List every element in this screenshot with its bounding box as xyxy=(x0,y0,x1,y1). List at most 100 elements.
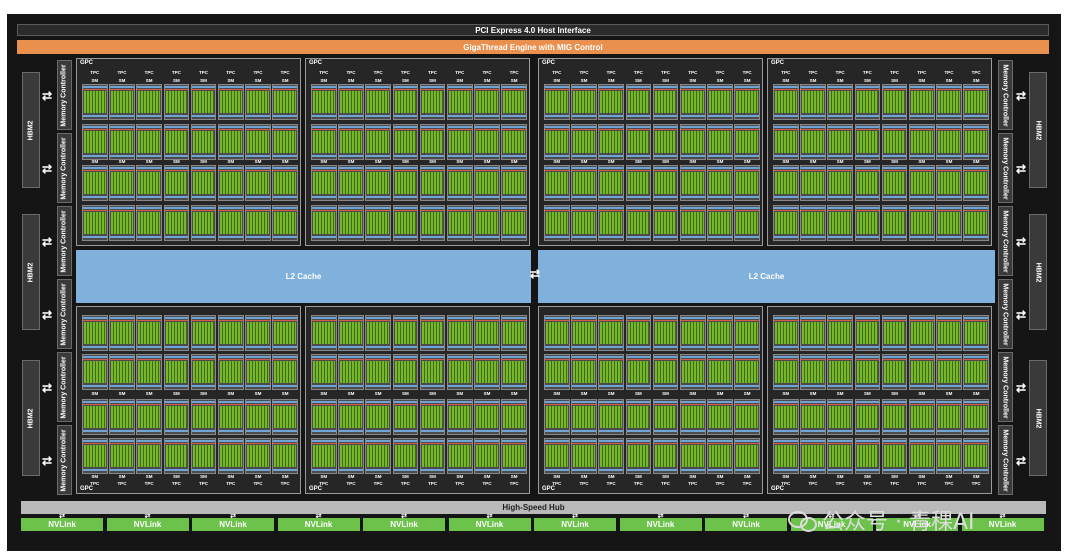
sm-label: SM xyxy=(447,159,473,164)
sm-cuda-cores xyxy=(503,361,525,383)
sm-unit xyxy=(190,84,217,120)
sm-register-stripe xyxy=(393,170,418,171)
sm-unit xyxy=(501,399,527,435)
sm-cuda-cores xyxy=(883,212,906,234)
sm-cache-stripe xyxy=(164,317,189,319)
sm-cache-stripe xyxy=(475,317,499,319)
tpc-label: TPC xyxy=(571,481,597,486)
sm-cuda-cores xyxy=(220,361,242,383)
sm-label: SM xyxy=(164,159,190,164)
sm-register-stripe xyxy=(708,404,732,405)
sm-cache-stripe xyxy=(219,236,243,238)
sm-cuda-cores xyxy=(883,445,906,467)
tpc-label: TPC xyxy=(393,481,419,486)
sm-label: SM xyxy=(653,474,679,479)
sm-cache-stripe xyxy=(137,236,161,238)
sm-cache-stripe xyxy=(246,317,270,319)
sm-register-stripe xyxy=(626,210,651,211)
bidirectional-arrow-icon: ⇄ xyxy=(1014,455,1028,467)
sm-label: SM xyxy=(707,391,733,396)
sm-cache-stripe xyxy=(420,167,445,169)
hbm2-label: HBM2 xyxy=(27,120,35,140)
hbm2-stack-right: HBM2 xyxy=(1029,360,1047,476)
sm-label-text: SM xyxy=(918,78,926,83)
sm-label: SM xyxy=(909,78,935,83)
tpc-label-text: TPC xyxy=(781,70,791,75)
sm-cache-stripe xyxy=(937,440,961,442)
sm-cache-stripe xyxy=(681,356,705,358)
sm-cache-stripe xyxy=(774,430,798,432)
sm-unit xyxy=(392,84,419,120)
sm-cache-stripe xyxy=(339,196,363,198)
sm-unit xyxy=(652,438,679,474)
nvlink-port: NVLink xyxy=(363,518,445,531)
sm-register-stripe xyxy=(191,404,216,405)
sm-label: SM xyxy=(218,159,244,164)
sm-cache-stripe xyxy=(801,167,825,169)
tpc-label-text: TPC xyxy=(552,70,562,75)
sm-label-text: SM xyxy=(743,159,751,164)
sm-cuda-cores xyxy=(421,212,444,234)
sm-label: SM xyxy=(626,78,652,83)
sm-register-stripe xyxy=(708,359,732,360)
sm-label-text: SM xyxy=(281,391,289,396)
sm-register-stripe xyxy=(164,170,189,171)
sm-cuda-cores xyxy=(573,361,595,383)
sm-label: SM xyxy=(707,78,733,83)
sm-register-stripe xyxy=(339,320,363,321)
sm-label: SM xyxy=(474,159,500,164)
sm-unit xyxy=(734,205,760,241)
sm-cache-stripe xyxy=(572,440,596,442)
sm-cache-stripe xyxy=(855,346,880,348)
tpc-label: TPC xyxy=(109,70,135,75)
sm-cache-stripe xyxy=(681,469,705,471)
sm-register-stripe xyxy=(475,129,499,130)
sm-cache-stripe xyxy=(910,469,934,471)
sm-cache-stripe xyxy=(937,155,961,157)
sm-cache-stripe xyxy=(110,346,134,348)
tpc-label-text: TPC xyxy=(944,481,954,486)
sm-label: SM xyxy=(311,78,337,83)
sm-cuda-cores xyxy=(476,172,498,194)
sm-unit xyxy=(909,399,935,435)
sm-label-text: SM xyxy=(118,159,126,164)
sm-register-stripe xyxy=(708,170,732,171)
bidirectional-arrow-icon: ⇄ xyxy=(40,382,54,394)
sm-cache-stripe xyxy=(448,196,472,198)
sm-cuda-cores xyxy=(775,406,797,428)
memory-controller-label: Memory Controller xyxy=(61,63,69,127)
sm-cache-stripe xyxy=(681,430,705,432)
sm-cuda-cores xyxy=(274,212,296,234)
sm-cache-stripe xyxy=(475,440,499,442)
sm-label-text: SM xyxy=(281,159,289,164)
sm-unit xyxy=(109,165,135,201)
sm-cuda-cores xyxy=(856,172,879,194)
sm-cache-stripe xyxy=(83,440,107,442)
tpc-label-text: TPC xyxy=(509,70,519,75)
sm-cache-stripe xyxy=(475,356,499,358)
tpc-label-text: TPC xyxy=(199,481,209,486)
tpc-label-text: TPC xyxy=(280,70,290,75)
sm-cache-stripe xyxy=(882,385,907,387)
sm-cache-stripe xyxy=(937,126,961,128)
sm-cache-stripe xyxy=(735,346,759,348)
sm-cuda-cores xyxy=(476,91,498,113)
sm-cuda-cores xyxy=(421,172,444,194)
sm-register-stripe xyxy=(828,443,852,444)
sm-cache-stripe xyxy=(626,440,651,442)
tpc-label: TPC xyxy=(420,70,446,75)
sm-cache-stripe xyxy=(366,167,390,169)
sm-unit xyxy=(245,124,271,160)
tpc-label: TPC xyxy=(800,70,826,75)
sm-cuda-cores xyxy=(856,406,879,428)
bidirectional-arrow-icon: ⇄ xyxy=(1014,309,1028,321)
sm-label-text: SM xyxy=(401,159,409,164)
sm-cuda-cores xyxy=(367,406,389,428)
sm-register-stripe xyxy=(828,210,852,211)
sm-cache-stripe xyxy=(393,317,418,319)
sm-unit xyxy=(245,205,271,241)
sm-cache-stripe xyxy=(137,469,161,471)
sm-cache-stripe xyxy=(572,236,596,238)
